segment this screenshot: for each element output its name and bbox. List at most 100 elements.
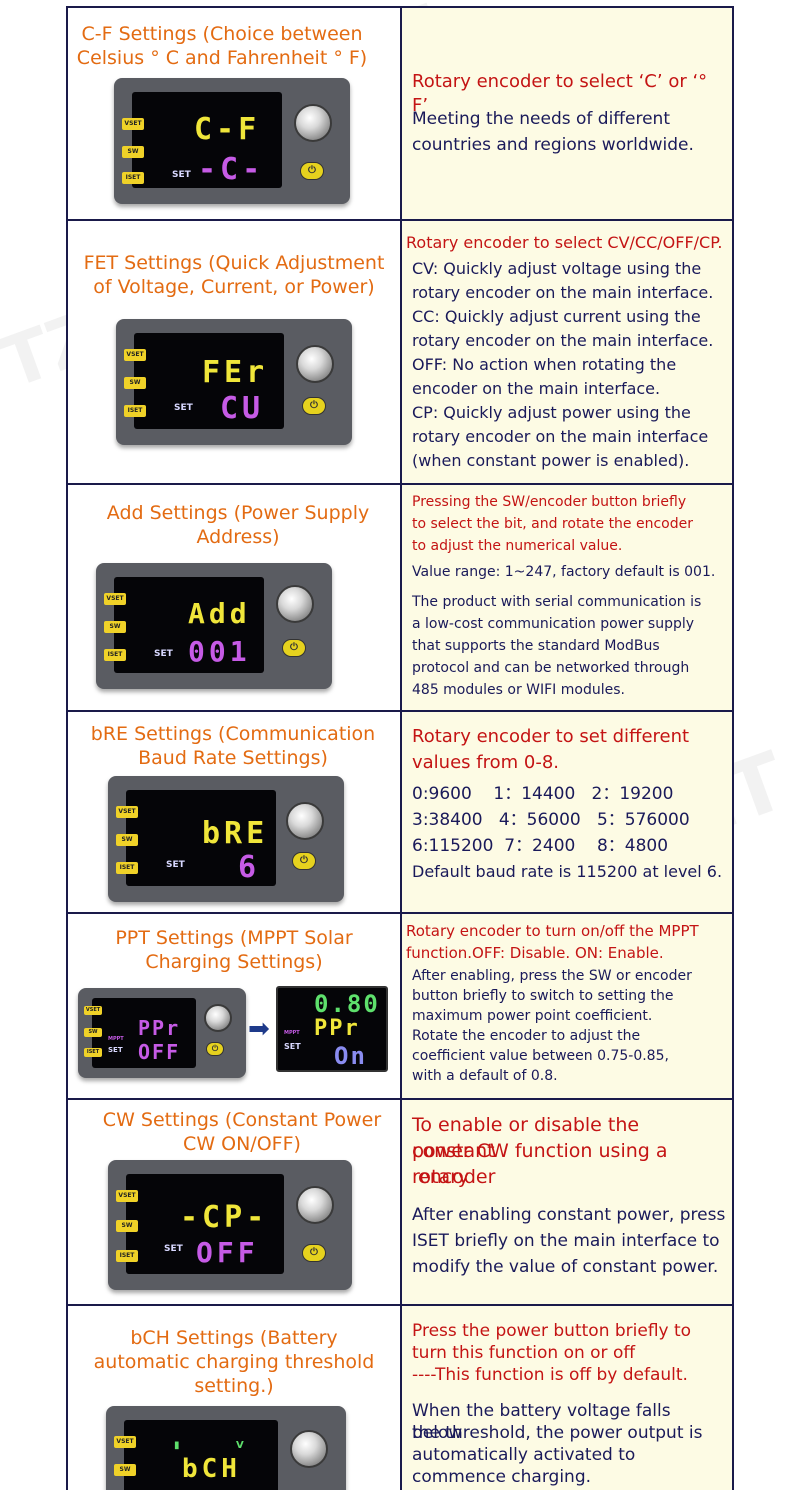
key-vset: VSET [84,1006,102,1015]
row-title: bRE Settings (Communication Baud Rate Se… [90,723,376,769]
right-heading-line: Pressing the SW/encoder button briefly [412,494,687,510]
right-heading-line: To enable or disable the constant [412,1114,640,1162]
row-add-settings: Add Settings (Power Supply Address) VSET… [66,483,734,710]
right-line: 0:9600 1：14400 2：19200 [412,784,674,804]
right-line: protocol and can be networked through [412,660,690,676]
display-line2: CU [220,391,265,426]
encoder-knob-icon [204,1004,232,1032]
set-label: SET [166,860,185,870]
key-iset: ISET [84,1048,102,1057]
device-screen [92,998,196,1068]
right-line: that supports the standard ModBus [412,638,660,654]
key-vset: VSET [116,806,138,818]
right-line: rotary encoder on the main interface [412,427,709,446]
right-line: After enabling, press the SW or encoder [412,968,692,984]
device-image: VSET SW ▮ V bCH [106,1406,346,1490]
device-screen [114,577,264,673]
device-image: VSET SW ISET SET Add 001 ⏻ [96,563,332,689]
row-title: Add Settings (Power Supply Address) [106,502,370,548]
right-line: 6:115200 7：2400 8：4800 [412,836,669,856]
right-line: coefficient value between 0.75-0.85, [412,1048,669,1064]
right-line: After enabling constant power, press [412,1205,726,1225]
settings-table: C-F Settings (Choice between Celsius ° C… [66,0,734,1490]
right-line: OFF: No action when rotating the [412,355,677,374]
set-label: SET [154,649,173,659]
right-heading-line: ----This function is off by default. [412,1365,688,1385]
display-line1: bCH [182,1454,241,1484]
row-bre-settings: bRE Settings (Communication Baud Rate Se… [66,710,734,912]
right-heading: Rotary encoder to set different values f… [412,726,690,773]
right-line: Default baud rate is 115200 at level 6. [412,862,723,881]
set-label: SET [172,170,191,180]
display-line2: 001 [188,635,251,668]
key-iset: ISET [124,405,146,417]
power-button-icon: ⏻ [292,852,316,870]
cell-left: PPT Settings (MPPT Solar Charging Settin… [68,914,400,1098]
cell-left: CW Settings (Constant Power CW ON/OFF) V… [68,1100,400,1304]
cell-left: FET Settings (Quick Adjustment of Voltag… [68,221,400,483]
right-line: The product with serial communication is [412,594,702,610]
key-vset: VSET [104,593,126,605]
cell-right: Press the power button briefly to turn t… [400,1306,732,1490]
display-line2: -C- [198,152,265,187]
right-line: rotary encoder on the main interface. [412,331,714,350]
device-screen [126,790,276,886]
device-screen-after: 0.80 PPr MPPT SET On [276,986,388,1072]
row-title: bCH Settings (Battery automatic charging… [93,1327,375,1397]
right-heading: Rotary encoder to select CV/CC/OFF/CP. [406,233,723,252]
key-sw: SW [122,146,144,158]
display-line1: FEr [202,355,269,390]
key-vset: VSET [114,1436,136,1448]
right-line: 3:38400 4：56000 5：576000 [412,810,690,830]
power-button-icon: ⏻ [302,397,326,415]
key-sw: SW [116,834,138,846]
row-title: C-F Settings (Choice between Celsius ° C… [76,23,368,69]
key-sw: SW [84,1028,102,1037]
right-line: a low-cost communication power supply [412,616,695,632]
right-line: CP: Quickly adjust power using the [412,403,691,422]
right-range: Value range: 1~247, factory default is 0… [412,564,716,580]
device-image: VSET SW ISET SET FEr CU ⏻ [116,319,352,445]
encoder-knob-icon [290,1430,328,1468]
row-title: PPT Settings (MPPT Solar Charging Settin… [115,927,353,973]
right-line: When the battery voltage falls below [412,1401,671,1443]
encoder-knob-icon [294,104,332,142]
right-heading-line: function.OFF: Disable. ON: Enable. [406,944,664,962]
device-screen [124,1420,278,1490]
right-line: the threshold, the power output is [412,1423,703,1443]
display-line2: OFF [138,1040,181,1064]
right-heading-line: to adjust the numerical value. [412,538,623,554]
key-iset: ISET [116,1250,138,1262]
cell-left: Add Settings (Power Supply Address) VSET… [68,485,400,710]
display-line1: bRE [202,816,269,851]
key-vset: VSET [122,118,144,130]
display-line0: 0.80 [314,990,380,1018]
right-line: (when constant power is enabled). [412,451,690,470]
set-label: SET [108,1046,123,1054]
right-line: modify the value of constant power. [412,1257,719,1277]
device-image: VSET SW ISET SET C-F -C- ⏻ [114,78,350,204]
row-cf-settings: C-F Settings (Choice between Celsius ° C… [66,6,734,219]
right-heading-line: turn this function on or off [412,1343,636,1363]
power-button-icon: ⏻ [282,639,306,657]
mppt-badge: MPPT [108,1036,124,1042]
right-heading-line: to select the bit, and rotate the encode… [412,516,693,532]
key-sw: SW [114,1464,136,1476]
encoder-knob-icon [296,345,334,383]
row-title: FET Settings (Quick Adjustment of Voltag… [83,252,385,298]
right-heading: Rotary encoder to select ‘C’ or ‘° F’ [412,71,708,116]
right-line: button briefly to switch to setting the [412,988,674,1004]
key-sw: SW [116,1220,138,1232]
right-line: maximum power point coefficient. [412,1008,653,1024]
set-label: SET [174,403,193,413]
power-button-icon: ⏻ [300,162,324,180]
display-line1: C-F [194,112,261,147]
encoder-knob-icon [276,585,314,623]
row-cw-settings: CW Settings (Constant Power CW ON/OFF) V… [66,1098,734,1304]
right-line: 485 modules or WIFI modules. [412,682,625,698]
cell-right: Rotary encoder to select ‘C’ or ‘° F’ Me… [400,8,732,219]
right-line: encoder on the main interface. [412,379,661,398]
display-line2: On [334,1042,367,1070]
right-line: rotary encoder on the main interface. [412,283,714,302]
power-button-icon: ⏻ [302,1244,326,1262]
